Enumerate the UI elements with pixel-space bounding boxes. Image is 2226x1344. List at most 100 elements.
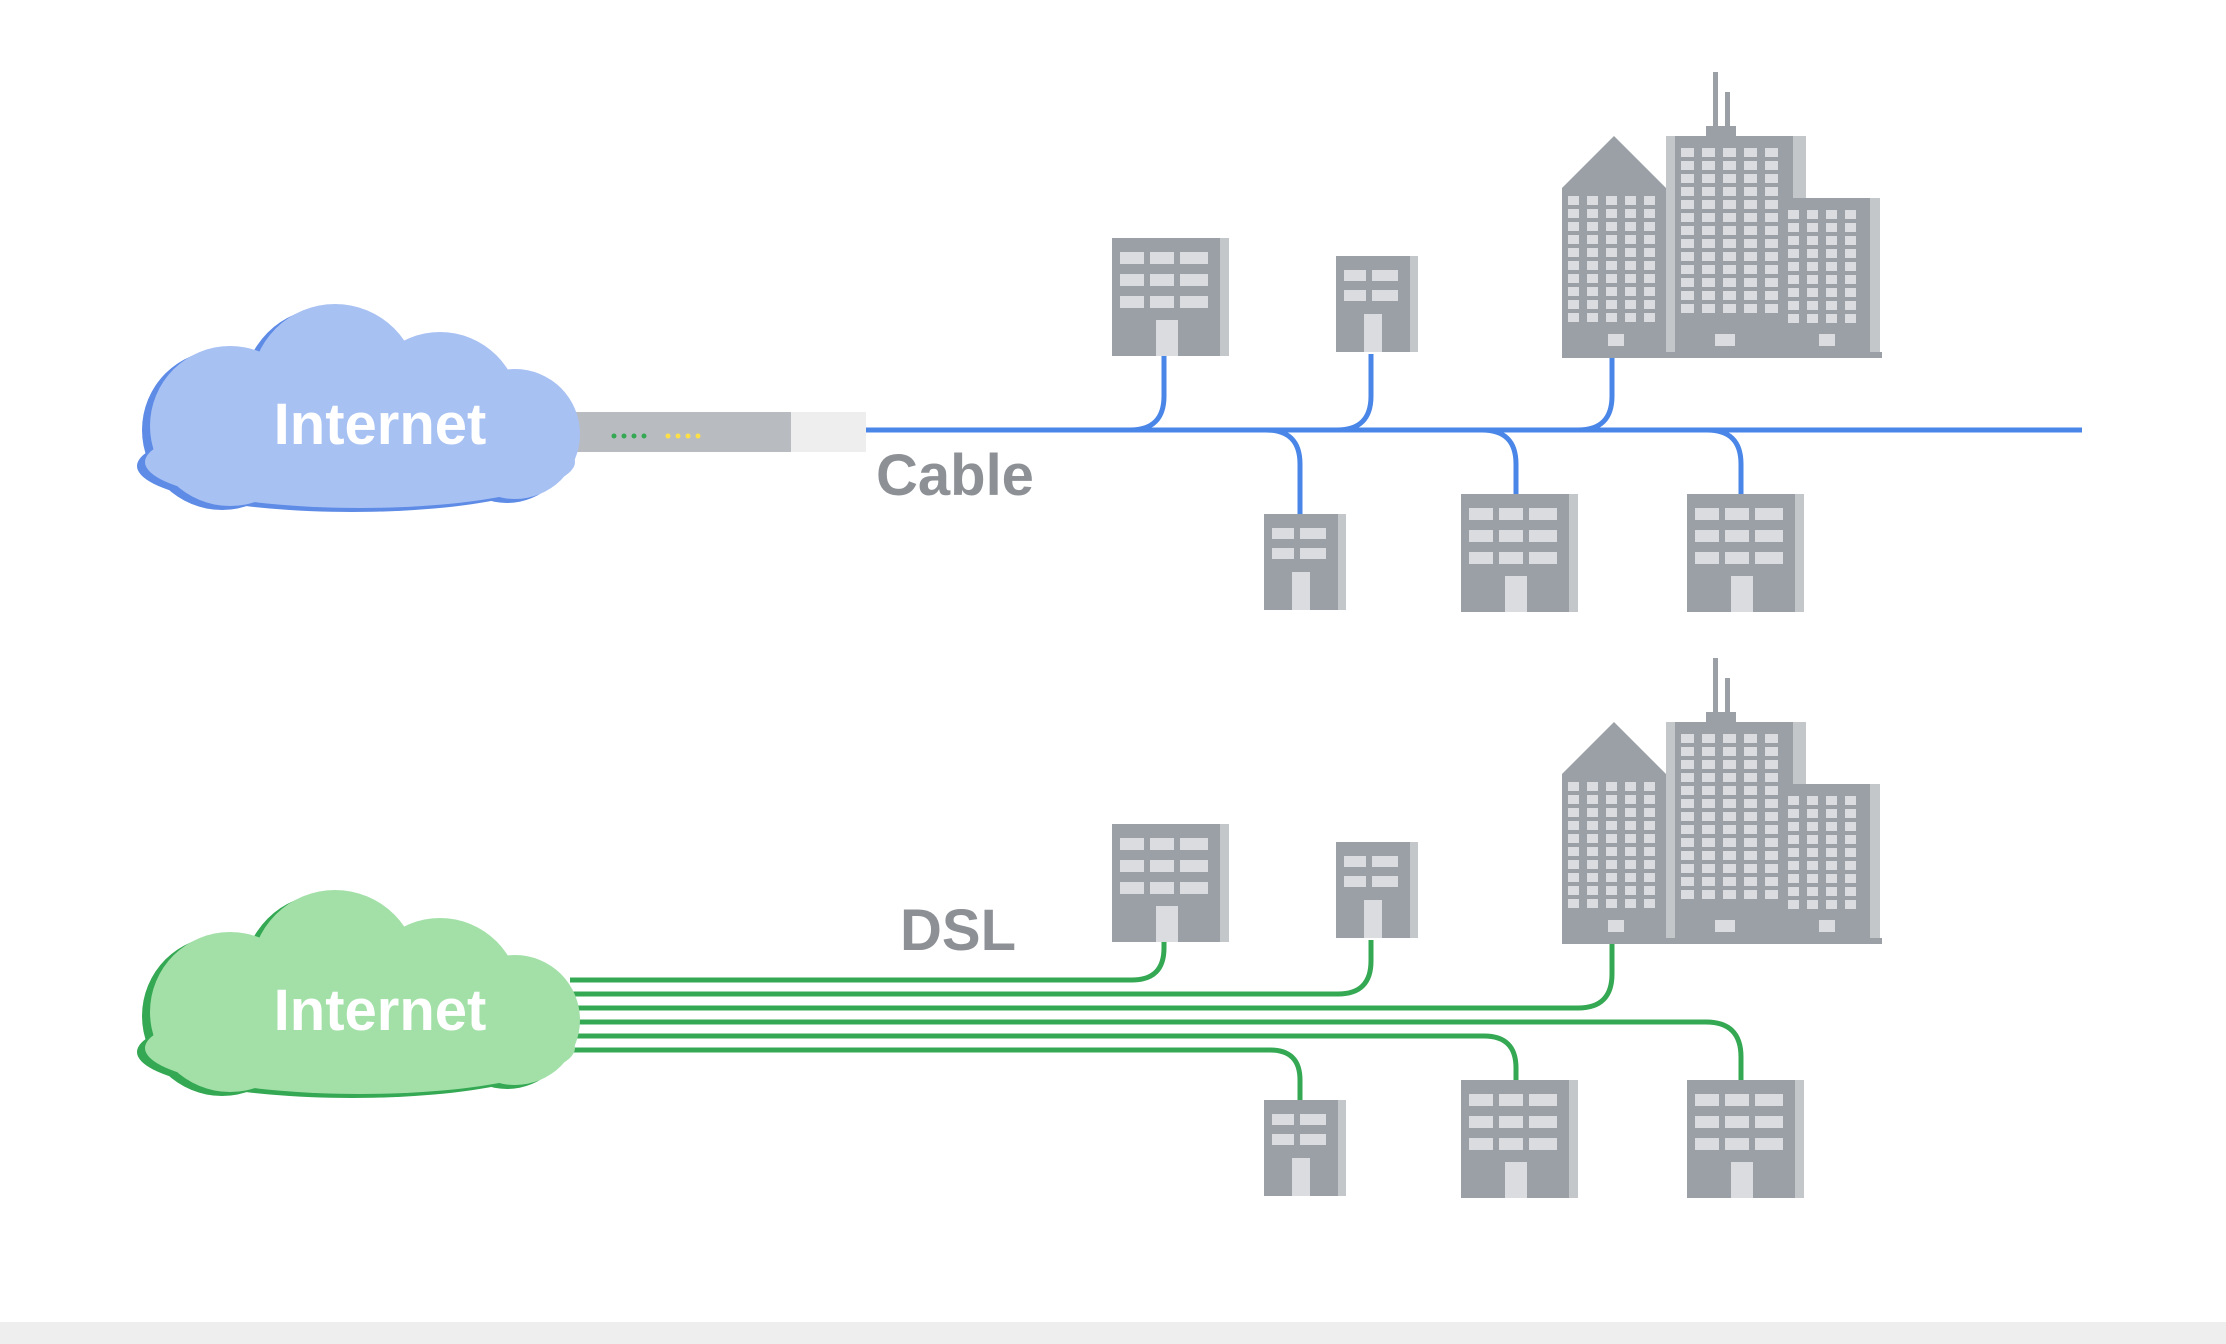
window — [1845, 301, 1856, 310]
window — [1644, 261, 1655, 270]
window — [1845, 236, 1856, 245]
window — [1807, 301, 1818, 310]
cloud-icon — [137, 304, 580, 512]
window — [1587, 261, 1598, 270]
window — [1681, 213, 1694, 222]
window — [1702, 148, 1715, 157]
window — [1826, 874, 1837, 883]
window — [1845, 822, 1856, 831]
window — [1788, 262, 1799, 271]
city-skyline — [1562, 72, 1882, 358]
window — [1568, 860, 1579, 869]
window — [1807, 822, 1818, 831]
window — [1681, 825, 1694, 834]
window — [1744, 799, 1757, 808]
window — [1845, 314, 1856, 323]
window — [1845, 249, 1856, 258]
window — [1702, 265, 1715, 274]
window — [1681, 278, 1694, 287]
window — [1807, 900, 1818, 909]
window — [1788, 861, 1799, 870]
building — [1264, 1100, 1346, 1196]
window — [1788, 236, 1799, 245]
window — [1681, 304, 1694, 313]
city-skyline — [1562, 658, 1882, 944]
window — [1826, 848, 1837, 857]
window — [1606, 860, 1617, 869]
window — [1765, 174, 1778, 183]
window — [1788, 874, 1799, 883]
window — [1845, 262, 1856, 271]
building — [1112, 238, 1229, 356]
window — [1723, 252, 1736, 261]
window — [1765, 148, 1778, 157]
window — [1606, 261, 1617, 270]
cloud-label: Internet — [274, 392, 487, 457]
window — [1681, 200, 1694, 209]
window — [1606, 287, 1617, 296]
window — [1765, 734, 1778, 743]
window — [1568, 782, 1579, 791]
window — [1765, 304, 1778, 313]
window — [1606, 300, 1617, 309]
window — [1625, 248, 1636, 257]
window — [1826, 262, 1837, 271]
window — [1765, 213, 1778, 222]
window — [1744, 838, 1757, 847]
window — [1744, 187, 1757, 196]
window — [1702, 838, 1715, 847]
window — [1702, 187, 1715, 196]
window — [1587, 821, 1598, 830]
window — [1744, 291, 1757, 300]
window — [1788, 796, 1799, 805]
window — [1723, 760, 1736, 769]
window — [1625, 782, 1636, 791]
window — [1681, 838, 1694, 847]
window — [1681, 786, 1694, 795]
window — [1807, 314, 1818, 323]
building — [1264, 514, 1346, 610]
window — [1625, 860, 1636, 869]
window — [1845, 809, 1856, 818]
window — [1644, 860, 1655, 869]
window — [1625, 222, 1636, 231]
window — [1644, 847, 1655, 856]
window — [1765, 760, 1778, 769]
window — [1845, 275, 1856, 284]
window — [1702, 864, 1715, 873]
window — [1606, 782, 1617, 791]
window — [1744, 148, 1757, 157]
window — [1826, 249, 1837, 258]
building — [1461, 1080, 1578, 1198]
window — [1681, 747, 1694, 756]
window — [1744, 773, 1757, 782]
window — [1826, 900, 1837, 909]
window — [1587, 886, 1598, 895]
window — [1765, 877, 1778, 886]
window — [1681, 877, 1694, 886]
window — [1807, 874, 1818, 883]
window — [1788, 835, 1799, 844]
window — [1765, 838, 1778, 847]
window — [1625, 834, 1636, 843]
window — [1744, 161, 1757, 170]
window — [1723, 799, 1736, 808]
window — [1587, 300, 1598, 309]
window — [1765, 252, 1778, 261]
window — [1606, 847, 1617, 856]
window — [1723, 304, 1736, 313]
window — [1826, 301, 1837, 310]
window — [1606, 873, 1617, 882]
window — [1681, 239, 1694, 248]
window — [1625, 209, 1636, 218]
window — [1606, 886, 1617, 895]
window — [1826, 236, 1837, 245]
window — [1606, 222, 1617, 231]
window — [1807, 262, 1818, 271]
window — [1625, 847, 1636, 856]
window — [1625, 313, 1636, 322]
window — [1587, 834, 1598, 843]
window — [1606, 808, 1617, 817]
window — [1744, 825, 1757, 834]
